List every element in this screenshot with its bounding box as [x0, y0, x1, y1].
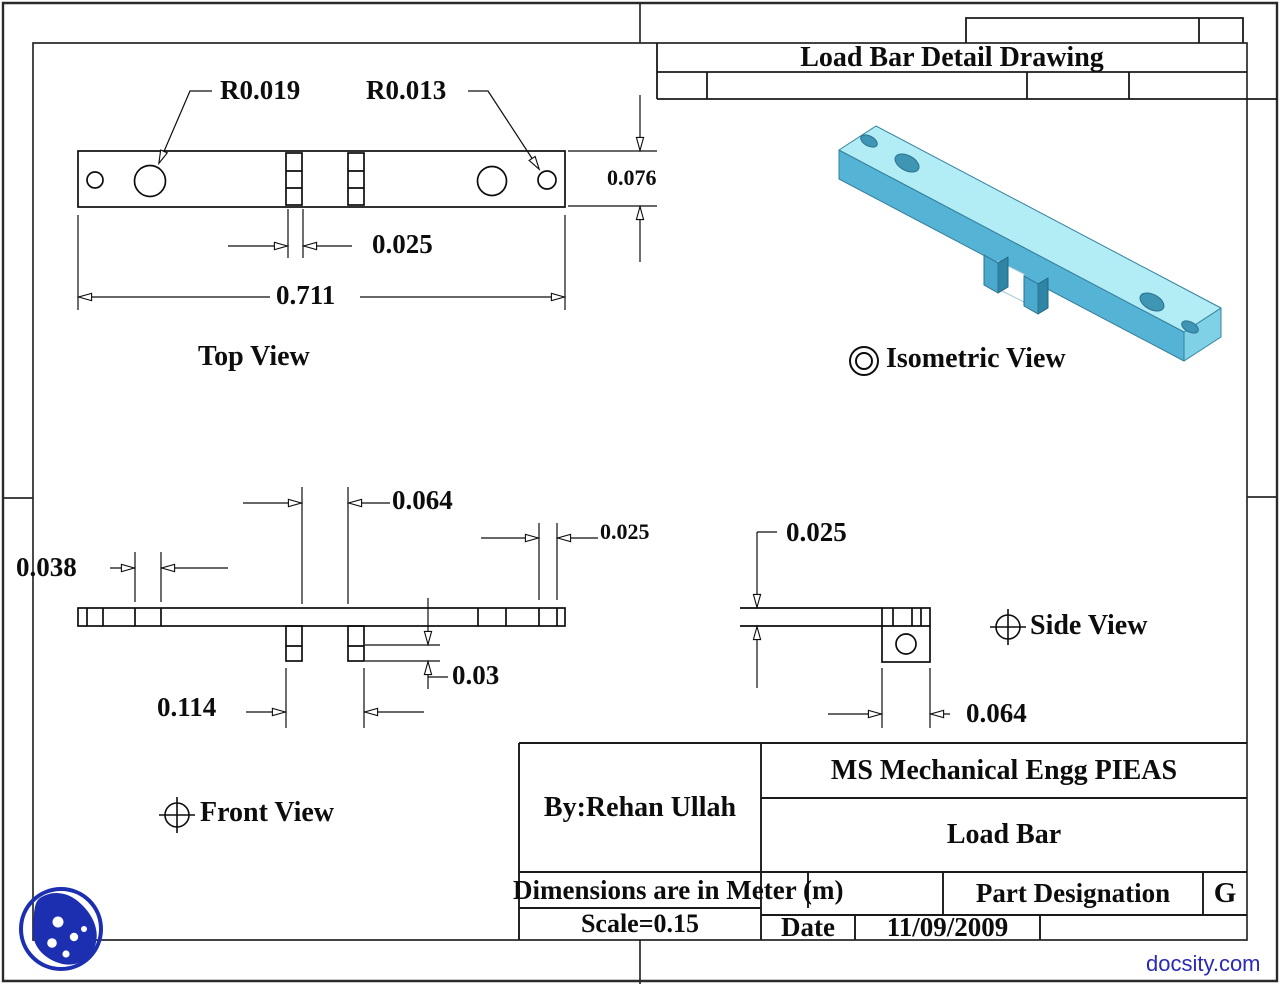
front-view-crosshair-icon [159, 797, 195, 833]
dim-radius-right: R0.013 [366, 75, 447, 105]
title-block-scale: Scale=0.15 [580, 909, 700, 938]
side-view-geometry [740, 607, 931, 663]
dim-hole-offset: 0.038 [16, 552, 77, 582]
dim-block-width: 0.064 [966, 698, 1027, 728]
front-view-label: Front View [200, 797, 335, 828]
title-block-units-note: Dimensions are in Meter (m) [513, 875, 844, 905]
dim-length: 0.711 [276, 280, 336, 310]
iso-tabs [983, 254, 1049, 315]
centering-marks [3, 3, 1277, 984]
dim-slot-width: 0.025 [372, 229, 433, 259]
isometric-part [838, 125, 1222, 362]
title-block-part-designation: Part Designation [975, 878, 1171, 908]
title-block-institution: MS Mechanical Engg PIEAS [830, 754, 1178, 786]
watermark-link[interactable]: docsity.com [1146, 951, 1261, 976]
title-block-date-value: 11/09/2009 [886, 912, 1009, 942]
title-block-revision: G [1213, 877, 1237, 909]
docsity-logo-icon [19, 887, 103, 971]
isometric-view-icon [849, 346, 879, 376]
sheet-title: Load Bar Detail Drawing [800, 41, 1104, 73]
title-block-lines [518, 742, 1247, 940]
title-block-part-name: Load Bar [946, 819, 1062, 850]
side-view-crosshair-icon [990, 609, 1026, 645]
side-view-label: Side View [1030, 610, 1148, 641]
isometric-view-label: Isometric View [886, 343, 1066, 374]
top-view-dimensions [78, 90, 657, 310]
dim-hole-width: 0.025 [600, 519, 650, 544]
dim-bar-thickness: 0.025 [786, 517, 847, 547]
dim-tab-gap: 0.064 [392, 485, 453, 515]
top-view-label: Top View [198, 341, 310, 372]
title-block-date-label: Date [781, 912, 835, 942]
title-block-author: By:Rehan Ullah [543, 791, 737, 823]
top-view-geometry [77, 150, 566, 208]
header-boxes [656, 17, 1277, 100]
iso-holes [860, 134, 1199, 334]
side-view-dimensions [757, 531, 950, 728]
dim-radius-left: R0.019 [220, 75, 301, 105]
dim-thickness: 0.076 [607, 165, 657, 190]
front-view-geometry [77, 607, 566, 662]
dim-tab-height: 0.03 [452, 660, 500, 690]
dim-tab-span: 0.114 [157, 692, 217, 722]
front-view-dimensions [110, 487, 598, 728]
